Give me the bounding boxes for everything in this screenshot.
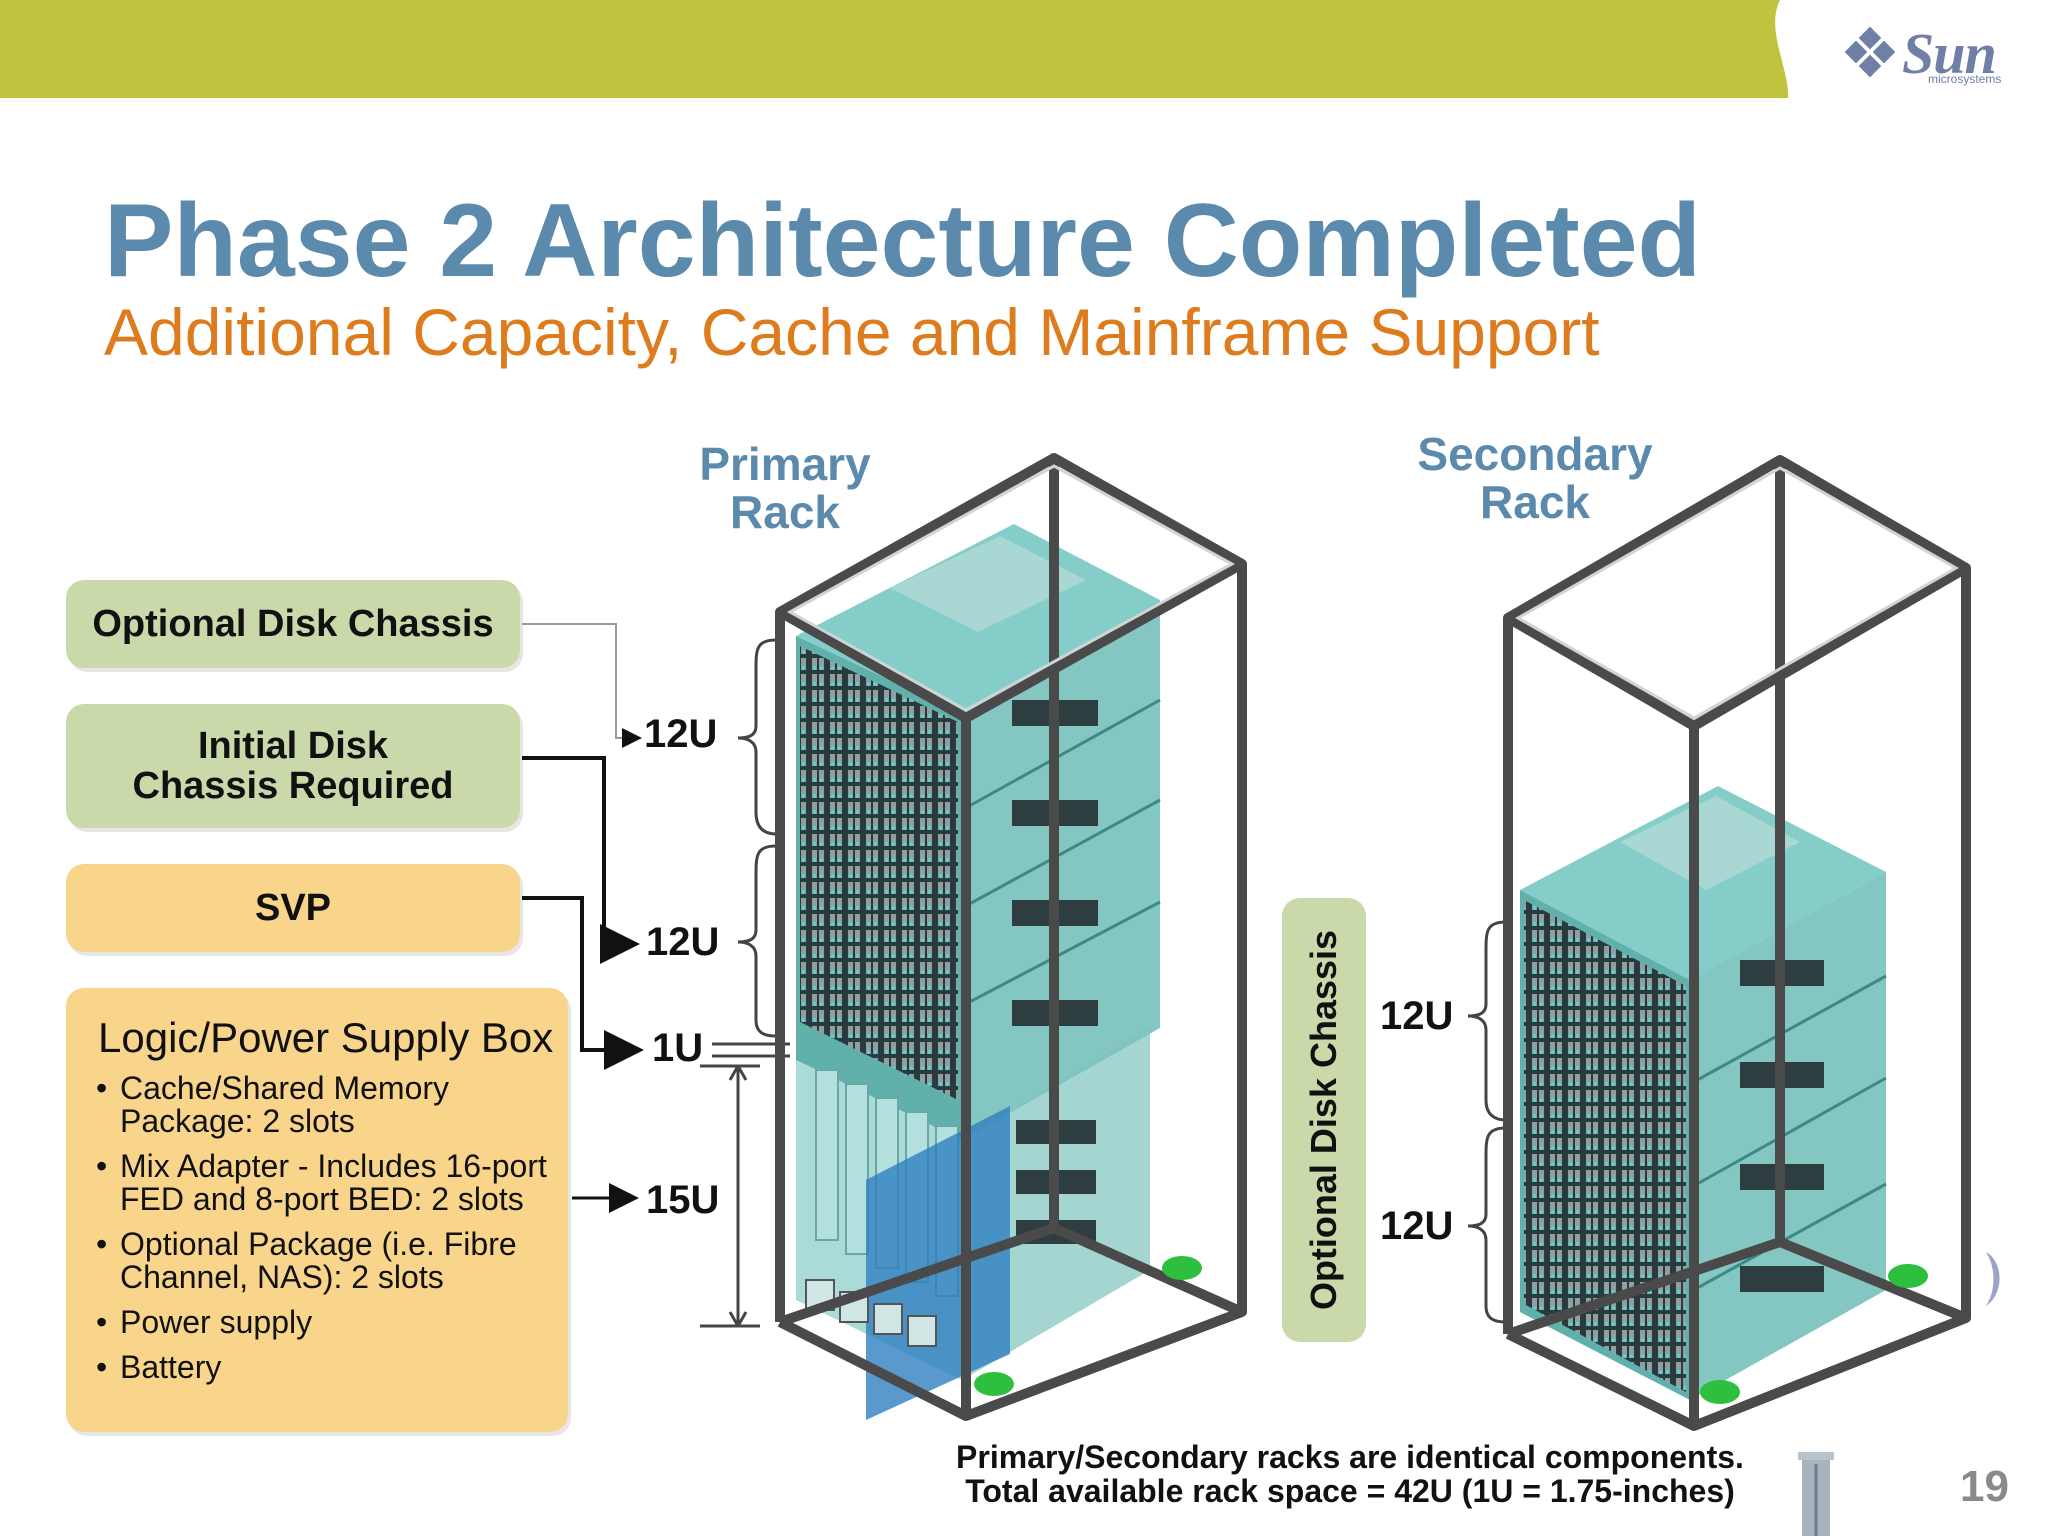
logic-power-supply-box: Logic/Power Supply Box Cache/Shared Memo… [66,988,568,1432]
logic-item: Cache/Shared Memory Package: 2 slots [96,1072,566,1138]
logic-item: Power supply [96,1306,566,1340]
unit-label: 15U [646,1178,720,1222]
logic-item: Mix Adapter - Includes 16-port FED and 8… [96,1150,566,1216]
footer-line-2: Total available rack space = 42U (1U = 1… [965,1473,1735,1509]
slide-subtitle: Additional Capacity, Cache and Mainframe… [104,295,1600,369]
logo-subtext: microsystems [1928,72,2002,86]
unit-label: 1U [652,1026,704,1070]
unit-braces-primary [700,638,790,1328]
primary-rack-label: Primary Rack [699,438,871,538]
svp-box: SVP [66,864,520,952]
footer-line-1: Primary/Secondary racks are identical co… [956,1439,1744,1475]
unit-label: 12U [646,920,720,964]
page-number: 19 [1960,1462,2009,1511]
secondary-optional-label: Optional Disk Chassis [1303,929,1344,1311]
slide-title: Phase 2 Architecture Completed [104,183,1702,299]
unit-braces-secondary [1467,920,1507,1324]
decorative-shape [1986,1252,2000,1306]
secondary-rack-label: Secondary Rack [1417,428,1653,528]
logic-box-list: Cache/Shared Memory Package: 2 slots Mix… [96,1072,566,1396]
unit-label: 12U [1380,1204,1454,1248]
optional-disk-chassis-box: Optional Disk Chassis [66,580,520,668]
footer-note: Primary/Secondary racks are identical co… [940,1440,1760,1508]
secondary-optional-disk-chassis-box: Optional Disk Chassis [1282,898,1366,1342]
unit-label: 12U [1380,994,1454,1038]
connector-lines [522,623,644,1213]
initial-disk-chassis-box: Initial Disk Chassis Required [66,704,520,828]
header-banner [0,0,1789,98]
secondary-rack [1503,455,1971,1431]
sun-logo: Sun microsystems [1840,20,2020,90]
logo-text: Sun [1902,21,1997,86]
logic-box-title: Logic/Power Supply Box [98,1014,554,1061]
logic-item: Optional Package (i.e. Fibre Channel, NA… [96,1228,566,1294]
post-icon [1798,1452,1834,1536]
sun-diamond-icon [1844,26,1896,78]
primary-rack [775,453,1247,1421]
logic-item: Battery [96,1351,566,1385]
unit-label: 12U [644,712,718,756]
